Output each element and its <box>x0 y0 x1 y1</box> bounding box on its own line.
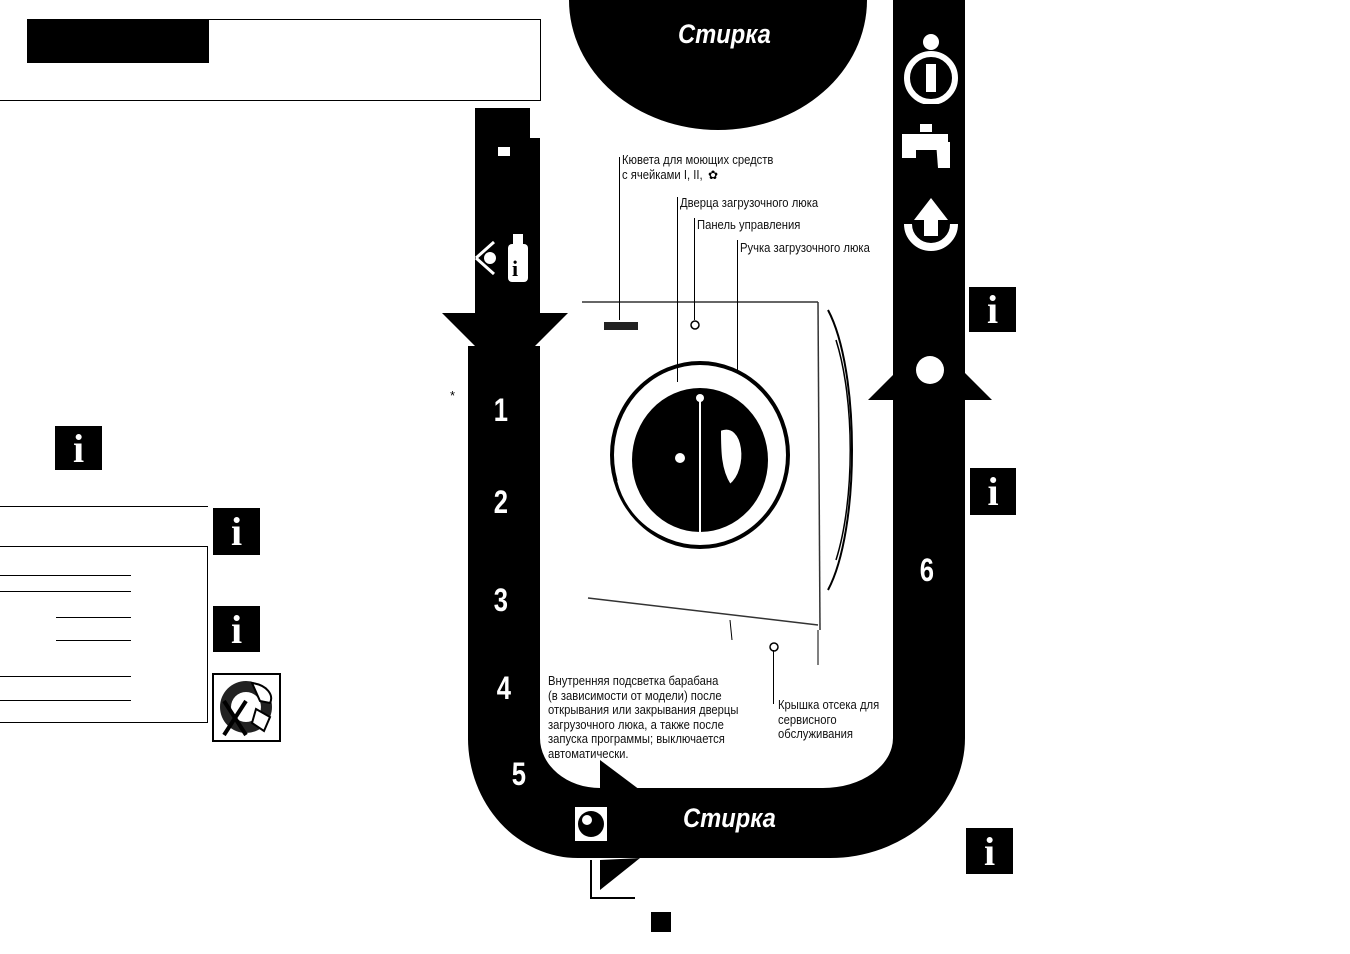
table-rule <box>0 575 131 576</box>
info-icon-glyph: i <box>72 425 85 471</box>
table-right-rule <box>207 546 208 723</box>
info-circle-icon <box>916 356 944 384</box>
table-rule <box>0 676 131 677</box>
leader-door <box>677 197 678 382</box>
top-heading-circle <box>569 0 867 130</box>
detergent-drawer <box>604 322 638 330</box>
leader-detergent <box>619 157 620 320</box>
table-rule <box>0 546 208 547</box>
label-detergent-drawer: Кювета для моющих средств с ячейками I, … <box>622 153 774 182</box>
table-rule <box>56 617 131 618</box>
washing-machine-illustration <box>582 301 853 665</box>
info-icon-glyph: i <box>230 509 243 554</box>
header-right-rule <box>540 19 541 101</box>
water-tap-icon <box>900 124 962 172</box>
fabric-softener-flower-icon <box>497 146 511 157</box>
label-door-handle: Ручка загрузочного люка <box>740 241 870 255</box>
info-icon: i <box>213 606 260 652</box>
eye-detergent-icon: i <box>472 228 534 288</box>
header-top-rule <box>209 19 540 20</box>
heading-top: Стирка <box>678 19 771 49</box>
fabric-softener-flower-icon: ✿ <box>708 168 719 182</box>
bottom-arrow-chevron <box>600 760 640 790</box>
left-column-top-notch <box>475 138 540 313</box>
up-arrow-icon <box>900 194 962 256</box>
drum-icon <box>574 806 608 842</box>
table-rule <box>0 700 131 701</box>
table-rule <box>0 591 131 592</box>
info-circle-icon <box>902 32 960 105</box>
step-6: 6 <box>919 552 935 588</box>
left-column-bottom <box>468 346 540 740</box>
leader-panel <box>694 218 695 320</box>
info-icon-glyph: i <box>986 287 999 332</box>
table-rule <box>0 722 208 723</box>
heading-bottom: Стирка <box>683 803 776 833</box>
step-1: 1 <box>493 392 509 428</box>
info-icon: i <box>970 468 1016 515</box>
info-icon: i <box>213 508 260 555</box>
label-drum-light: Внутренняя подсветка барабана (в зависим… <box>548 674 739 761</box>
info-icon-glyph: i <box>983 828 996 874</box>
bottom-u-band <box>468 0 965 858</box>
leader-service <box>773 650 774 704</box>
info-icon: i <box>55 425 102 471</box>
label-control-panel: Панель управления <box>697 218 801 232</box>
leader-handle <box>737 240 738 370</box>
info-icon-glyph: i <box>230 606 243 652</box>
step-2: 2 <box>493 484 509 520</box>
svg-text:i: i <box>512 256 518 281</box>
info-icon: i <box>969 287 1016 332</box>
header-bottom-rule <box>0 100 541 101</box>
no-hands-warning-icon <box>212 673 281 742</box>
header-black-bar <box>27 19 209 63</box>
service-cover-indicator <box>769 642 779 652</box>
bottom-connector <box>590 860 635 899</box>
control-indicator <box>690 320 700 330</box>
table-rule <box>0 506 208 507</box>
step-3: 3 <box>493 582 509 618</box>
down-arrow-head <box>442 313 568 376</box>
bottom-arrow-chevron-lower <box>600 858 640 890</box>
info-icon: i <box>966 828 1013 874</box>
label-service-cover: Крышка отсека для сервисного обслуживани… <box>778 698 880 741</box>
page-marker <box>651 912 671 932</box>
step-4: 4 <box>496 670 512 706</box>
table-rule <box>56 640 131 641</box>
step-5: 5 <box>511 756 527 792</box>
door-ring <box>610 361 790 549</box>
star-mark: * <box>450 388 456 403</box>
label-door: Дверца загрузочного люка <box>680 196 819 210</box>
info-icon-glyph: i <box>987 469 999 514</box>
